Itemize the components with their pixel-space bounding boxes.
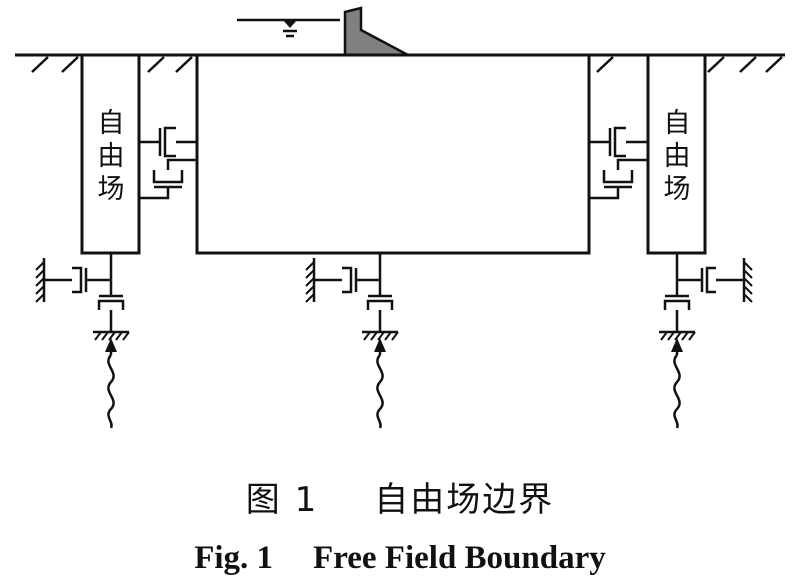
caption-cn-title: 自由场边界 [374, 480, 555, 520]
base-boundary-center [312, 253, 398, 429]
input-arrow-left [105, 338, 117, 352]
structure-domain [195, 53, 591, 255]
caption-chinese: 图 1 自由场边界 [0, 472, 800, 521]
wall-hatch-left [35, 261, 45, 303]
caption-en-title: Free Field Boundary [313, 540, 606, 576]
caption-english: Fig. 1 Free Field Boundary [0, 540, 800, 577]
ground-hatch-right [660, 331, 696, 341]
caption-cn-number: 图 1 [245, 480, 319, 520]
free-field-label-right: 自 由 场 [664, 108, 691, 205]
wall-hatch-center [305, 261, 315, 303]
water-level-symbol [237, 18, 340, 38]
free-field-label-char: 场 [664, 174, 691, 205]
ground-hatch-left [94, 331, 130, 341]
free-field-label-char: 由 [98, 141, 125, 172]
free-field-label-char: 场 [98, 174, 125, 205]
side-dashpot-connectors-left [139, 126, 197, 200]
ground-hatching [31, 56, 783, 73]
ground-hatch-center [363, 331, 399, 341]
input-arrow-center [374, 338, 386, 352]
wall-hatch-right [743, 261, 753, 303]
free-field-label-char: 自 [664, 108, 691, 139]
free-field-label-char: 自 [98, 108, 125, 139]
dam-icon [343, 6, 409, 57]
caption-en-number: Fig. 1 [194, 540, 274, 576]
input-arrow-right [671, 338, 683, 352]
free-field-label-char: 由 [664, 141, 691, 172]
base-boundary-right [659, 253, 746, 429]
side-dashpot-connectors-right [589, 126, 648, 200]
base-boundary-left [42, 253, 129, 429]
free-field-label-left: 自 由 场 [98, 108, 125, 205]
